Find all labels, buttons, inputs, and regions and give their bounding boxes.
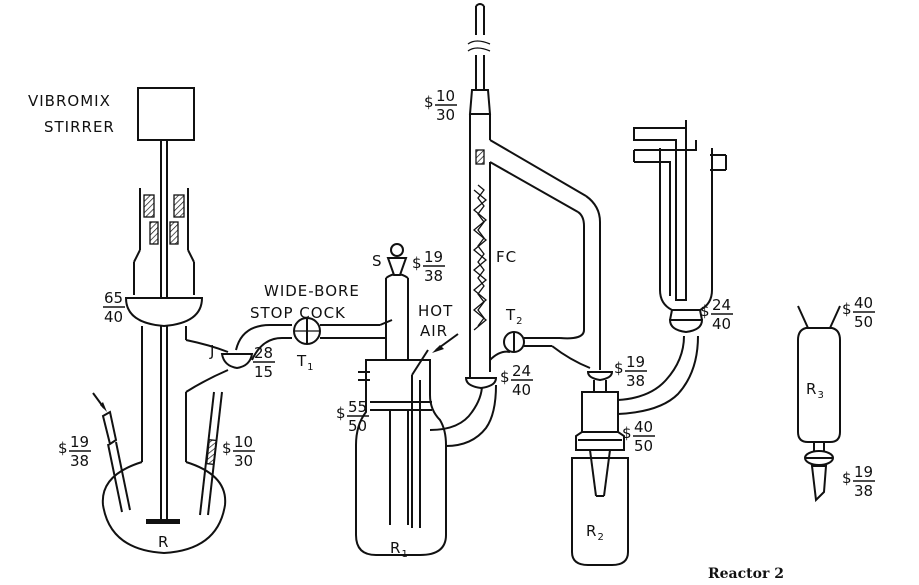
joint-numerator: 24 [712, 296, 731, 314]
joint-denominator: 50 [634, 437, 653, 455]
reactor-r3 [797, 305, 841, 503]
label-s: S [372, 252, 383, 270]
reactor-r1 [355, 243, 459, 556]
label-wide-bore: WIDE-BORE [264, 282, 360, 300]
stopcock-t1 [293, 317, 393, 345]
joint-denominator: 40 [512, 381, 531, 399]
joint-denominator: 38 [70, 452, 89, 470]
joint-numerator: 65 [104, 289, 123, 307]
inlet-tube-left [92, 392, 131, 513]
reactor-r2 [571, 371, 629, 566]
joint-denominator: 50 [854, 313, 873, 331]
joint-numerator: 19 [854, 463, 873, 481]
r2-to-cold-trap-pipe [617, 335, 699, 415]
joint-denominator: 15 [254, 363, 273, 381]
label-reactor-r2: R2 [586, 522, 605, 543]
joint-denominator: 30 [436, 106, 455, 124]
joint-prefix: $ [58, 439, 68, 457]
label-reactor-r1: R1 [390, 539, 409, 560]
stirrer-seal [133, 188, 195, 295]
label-stopcock-t1: T1 [296, 352, 315, 373]
label-stirrer: STIRRER [44, 118, 115, 136]
inlet-tube-right [199, 391, 223, 516]
side-arm-j [185, 324, 292, 393]
joint-prefix: $ [842, 469, 852, 487]
joint-prefix: $ [700, 302, 710, 320]
joint-prefix: $ [424, 93, 434, 111]
joint-denominator: 40 [712, 315, 731, 333]
joint-prefix: $ [336, 404, 346, 422]
joint-denominator: 50 [348, 417, 367, 435]
vibromix-stirrer [137, 87, 195, 520]
joint-denominator: 38 [626, 372, 645, 390]
label-reactor-r: R [158, 533, 169, 551]
joint-prefix: $ [842, 300, 852, 318]
joint-numerator: 40 [854, 294, 873, 312]
joint-65-40-cup [124, 297, 204, 328]
joint-denominator: 30 [234, 452, 253, 470]
label-vibromix: VIBROMIX [28, 92, 111, 110]
joint-numerator: 19 [70, 433, 89, 451]
joint-numerator: 24 [512, 362, 531, 380]
joint-numerator: 40 [634, 418, 653, 436]
fractionating-column [464, 3, 498, 390]
stopcock-t2 [503, 329, 591, 369]
joint-denominator: 40 [104, 308, 123, 326]
reactor-r-body [101, 326, 227, 555]
joint-numerator: 19 [626, 353, 645, 371]
label-j: J [209, 342, 215, 360]
joint-numerator: 10 [234, 433, 253, 451]
label-air: AIR [420, 322, 448, 340]
joint-prefix: $ [222, 439, 232, 457]
label-reactor-r3: R3 [806, 380, 825, 401]
label-fc: FC [496, 248, 517, 266]
joint-numerator: 28 [254, 344, 273, 362]
joint-numerator: 10 [436, 87, 455, 105]
joint-prefix: $ [500, 368, 510, 386]
label-hot: HOT [418, 302, 453, 320]
joint-prefix: $ [614, 359, 624, 377]
joint-numerator: 55 [348, 398, 367, 416]
cold-trap [633, 120, 727, 334]
r1-to-column-pipe [429, 384, 497, 447]
label-stopcock-t2: T2 [505, 306, 524, 327]
joint-prefix: $ [622, 424, 632, 442]
caption-reactor-2: Reactor 2 [708, 566, 784, 582]
condenser-bypass [489, 139, 601, 370]
joint-prefix: $ [412, 254, 422, 272]
joint-denominator: 38 [854, 482, 873, 500]
label-stop-cock: STOP COCK [250, 304, 346, 322]
joint-numerator: 19 [424, 248, 443, 266]
joint-denominator: 38 [424, 267, 443, 285]
